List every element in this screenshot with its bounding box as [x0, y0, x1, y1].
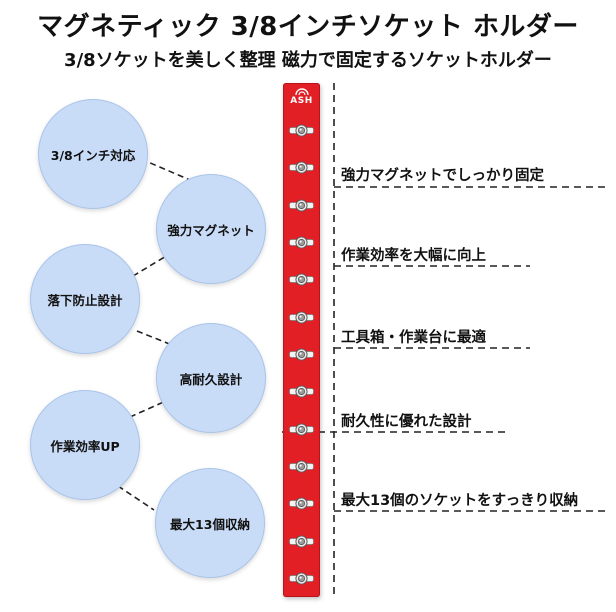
bubble-high-durability: 高耐久設計 — [156, 323, 266, 433]
brand-logo: ASH — [290, 96, 313, 106]
bubble-max-capacity: 最大13個収納 — [155, 468, 265, 578]
socket-post-icon — [289, 199, 314, 212]
socket-post-icon — [289, 348, 314, 361]
socket-post-icon — [289, 423, 314, 436]
feature-durability: 耐久性に優れた設計 — [341, 414, 472, 430]
bubble-size-support: 3/8インチ対応 — [38, 99, 148, 209]
socket-post-icon — [289, 497, 314, 510]
feature-max-capacity: 最大13個のソケットをすっきり収納 — [341, 493, 579, 509]
feature-strong-magnet: 強力マグネットでしっかり固定 — [341, 168, 544, 184]
socket-post-icon — [289, 311, 314, 324]
feature-best-for-toolbox: 工具箱・作業台に最適 — [341, 330, 486, 346]
socket-post-icon — [289, 385, 314, 398]
bubble-efficiency-up: 作業効率UP — [30, 390, 140, 500]
socket-post-icon — [289, 161, 314, 174]
bubble-drop-prevention: 落下防止設計 — [30, 244, 140, 354]
page-subtitle: 3/8ソケットを美しく整理 磁力で固定するソケットホルダー — [64, 50, 552, 71]
socket-post-icon — [289, 273, 314, 286]
socket-post-icon — [289, 124, 314, 137]
socket-post-icon — [289, 535, 314, 548]
socket-post-icon — [289, 572, 314, 585]
brand-mark-icon — [295, 88, 309, 96]
socket-post-icon — [289, 236, 314, 249]
feature-efficiency: 作業効率を大幅に向上 — [341, 248, 486, 264]
socket-post-icon — [289, 460, 314, 473]
bubble-strong-magnet: 強力マグネット — [156, 174, 266, 284]
page-title: マグネティック 3/8インチソケット ホルダー — [37, 12, 579, 42]
